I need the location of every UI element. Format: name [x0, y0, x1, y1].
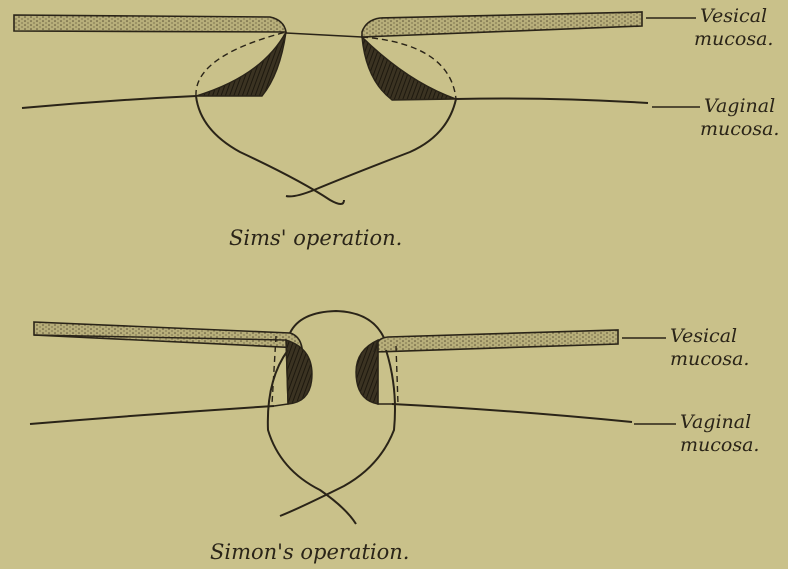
label-leader-lines: [0, 0, 788, 569]
